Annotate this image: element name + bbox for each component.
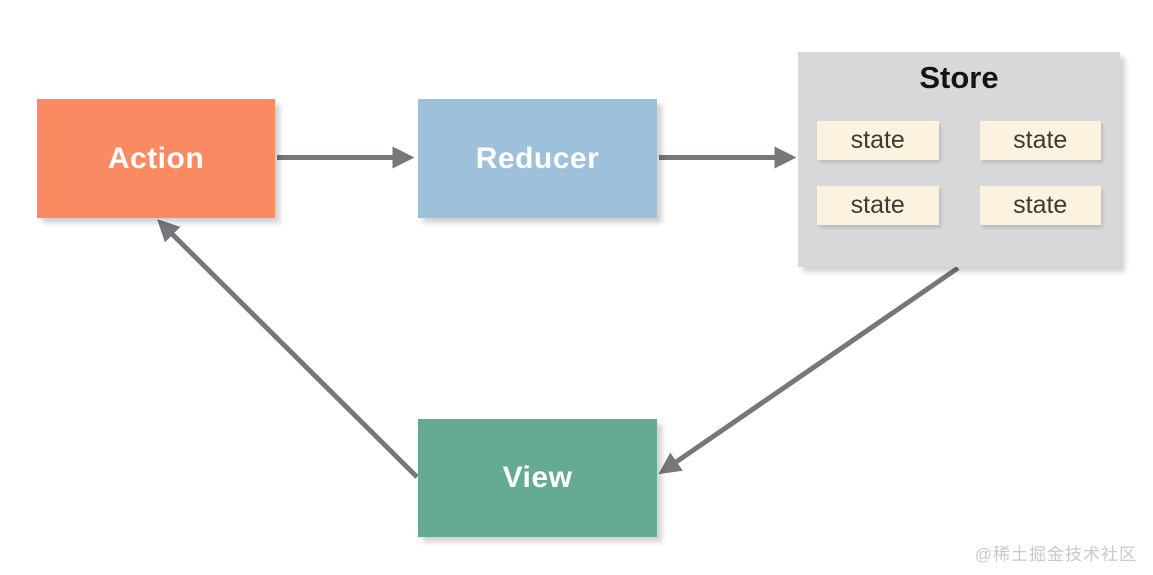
state-box: state — [979, 121, 1101, 160]
state-box: state — [817, 121, 939, 160]
node-reducer: Reducer — [418, 99, 657, 218]
arrow-view-to-action — [157, 219, 419, 479]
state-box: state — [817, 186, 939, 225]
node-action: Action — [37, 99, 275, 218]
node-action-label: Action — [107, 141, 205, 175]
watermark: @稀土掘金技术社区 — [974, 545, 1137, 564]
node-store: Store state state state state — [798, 52, 1120, 267]
arrow-store-to-view — [658, 265, 960, 475]
state-box: state — [979, 186, 1101, 225]
node-view-label: View — [502, 461, 573, 494]
node-reducer-label: Reducer — [475, 141, 600, 175]
node-store-label: Store — [919, 60, 999, 95]
node-view: View — [418, 419, 657, 537]
store-state-grid: state state state state — [817, 121, 1101, 225]
